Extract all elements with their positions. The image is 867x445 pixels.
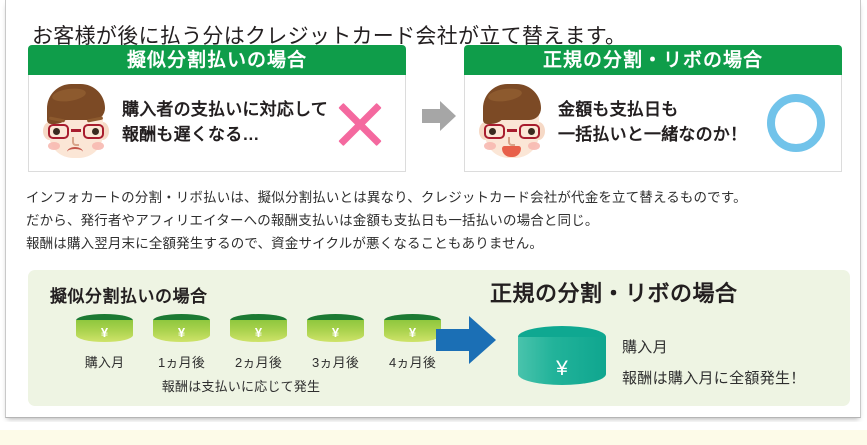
cylinder-body bbox=[153, 320, 210, 342]
fringe-shape bbox=[483, 108, 507, 124]
green-cylinder-icon: ¥ bbox=[307, 314, 364, 345]
cylinder-label: 購入月 bbox=[84, 355, 125, 370]
glasses-icon bbox=[45, 124, 107, 140]
blue-right-arrow-icon bbox=[436, 316, 496, 364]
cylinder-body bbox=[518, 337, 606, 385]
cylinder-body bbox=[76, 320, 133, 342]
glasses-bridge bbox=[71, 129, 81, 132]
paragraph-line-2: だから、発行者やアフィリエイターへの報酬支払いは金額も支払日も一括払いの場合と同… bbox=[26, 213, 599, 229]
gray-right-arrow-icon bbox=[422, 100, 456, 132]
page-bottom-strip bbox=[0, 430, 867, 445]
panel-left-header-label: 擬似分割払いの場合 bbox=[126, 49, 307, 71]
cylinder-body bbox=[307, 320, 364, 342]
diagram-right-title: 正規の分割・リボの場合 bbox=[490, 281, 738, 306]
diagram-cylinder-row: ¥ 購入月 ¥ 1ヵ月後 ¥ 2ヵ月後 bbox=[76, 314, 441, 371]
lens-right bbox=[519, 124, 540, 139]
yen-symbol: ¥ bbox=[254, 325, 263, 340]
cylinder-label: 3ヵ月後 bbox=[311, 355, 360, 370]
cylinder-item: ¥ 2ヵ月後 bbox=[230, 314, 287, 371]
cheek-right bbox=[528, 142, 540, 150]
panel-left-text-line1: 購入者の支払いに対応して bbox=[122, 100, 328, 120]
cylinder-label: 1ヵ月後 bbox=[157, 355, 206, 370]
diagram-right-label-2: 報酬は購入月に全額発生！ bbox=[622, 370, 806, 387]
x-mark-icon bbox=[333, 97, 387, 151]
eye-right bbox=[92, 128, 99, 135]
panel-left-header: 擬似分割払いの場合 bbox=[28, 45, 406, 75]
panel-right-header: 正規の分割・リボの場合 bbox=[464, 45, 842, 75]
eye-right bbox=[528, 128, 535, 135]
smiling-mouth-shape bbox=[502, 146, 521, 157]
diagram-left-title: 擬似分割払いの場合 bbox=[50, 287, 208, 306]
cheek-left bbox=[48, 142, 60, 150]
panel-right-body: 金額も支払日も 一括払いと一緒なのか！ bbox=[464, 75, 842, 172]
glasses-icon bbox=[481, 124, 543, 140]
cylinder-body bbox=[384, 320, 441, 342]
cylinder-label: 4ヵ月後 bbox=[388, 355, 437, 370]
yen-symbol: ¥ bbox=[331, 325, 340, 340]
yen-symbol: ¥ bbox=[556, 357, 568, 380]
sad-face-icon bbox=[43, 84, 109, 162]
panel-left-body: 購入者の支払いに対応して 報酬も遅くなる… bbox=[28, 75, 406, 172]
cylinder-item: ¥ 購入月 bbox=[76, 314, 133, 371]
cylinder-body bbox=[230, 320, 287, 342]
lens-left bbox=[484, 124, 505, 139]
panel-left-text: 購入者の支払いに対応して 報酬も遅くなる… bbox=[122, 98, 328, 147]
cheek-right bbox=[92, 142, 104, 150]
cylinder-item: ¥ 4ヵ月後 bbox=[384, 314, 441, 371]
nose-shape bbox=[508, 137, 515, 146]
comparison-panel-right: 正規の分割・リボの場合 bbox=[464, 45, 842, 173]
panel-right-header-label: 正規の分割・リボの場合 bbox=[542, 49, 763, 71]
page-bottom-gap bbox=[0, 422, 867, 430]
green-cylinder-icon: ¥ bbox=[384, 314, 441, 345]
yen-symbol: ¥ bbox=[100, 325, 109, 340]
nose-shape bbox=[72, 137, 79, 146]
panel-right-text: 金額も支払日も 一括払いと一緒なのか！ bbox=[558, 98, 747, 147]
happy-face-icon bbox=[479, 84, 545, 162]
panel-left-text-line2: 報酬も遅くなる… bbox=[122, 125, 260, 144]
o-mark-icon bbox=[767, 94, 825, 152]
yen-symbol: ¥ bbox=[177, 325, 186, 340]
eye-left bbox=[53, 128, 60, 135]
eye-left bbox=[489, 128, 496, 135]
diagram-box: 擬似分割払いの場合 正規の分割・リボの場合 ¥ 購入月 ¥ 1ヵ月後 bbox=[28, 270, 850, 406]
yen-symbol: ¥ bbox=[408, 325, 417, 340]
description-paragraph: インフォカートの分割・リボ払いは、擬似分割払いとは異なり、クレジットカード会社が… bbox=[26, 186, 747, 256]
comparison-panel-left: 擬似分割払いの場合 bbox=[28, 45, 406, 173]
diagram-left-caption: 報酬は支払いに応じて発生 bbox=[161, 379, 321, 394]
paragraph-line-3: 報酬は購入翌月末に全額発生するので、資金サイクルが悪くなることもありません。 bbox=[26, 236, 544, 252]
green-cylinder-icon: ¥ bbox=[230, 314, 287, 345]
teal-cylinder-icon: ¥ bbox=[518, 326, 606, 390]
cheek-left bbox=[484, 142, 496, 150]
green-cylinder-icon: ¥ bbox=[153, 314, 210, 345]
panel-right-text-line2: 一括払いと一緒なのか！ bbox=[558, 125, 748, 144]
page-title: お客様が後に払う分はクレジットカード会社が立て替えます。 bbox=[32, 25, 627, 49]
frowning-mouth-shape bbox=[67, 147, 83, 157]
page-frame: お客様が後に払う分はクレジットカード会社が立て替えます。 擬似分割払いの場合 bbox=[5, 0, 861, 418]
green-cylinder-icon: ¥ bbox=[76, 314, 133, 345]
cylinder-label: 2ヵ月後 bbox=[234, 355, 283, 370]
paragraph-line-1: インフォカートの分割・リボ払いは、擬似分割払いとは異なり、クレジットカード会社が… bbox=[26, 190, 747, 205]
lens-left bbox=[48, 124, 69, 139]
diagram-right-label-1: 購入月 bbox=[622, 339, 668, 356]
lens-right bbox=[83, 124, 104, 139]
glasses-bridge bbox=[507, 129, 517, 132]
cylinder-item: ¥ 3ヵ月後 bbox=[307, 314, 364, 371]
cylinder-item: ¥ 1ヵ月後 bbox=[153, 314, 210, 371]
panel-right-text-line1: 金額も支払日も bbox=[558, 100, 679, 120]
